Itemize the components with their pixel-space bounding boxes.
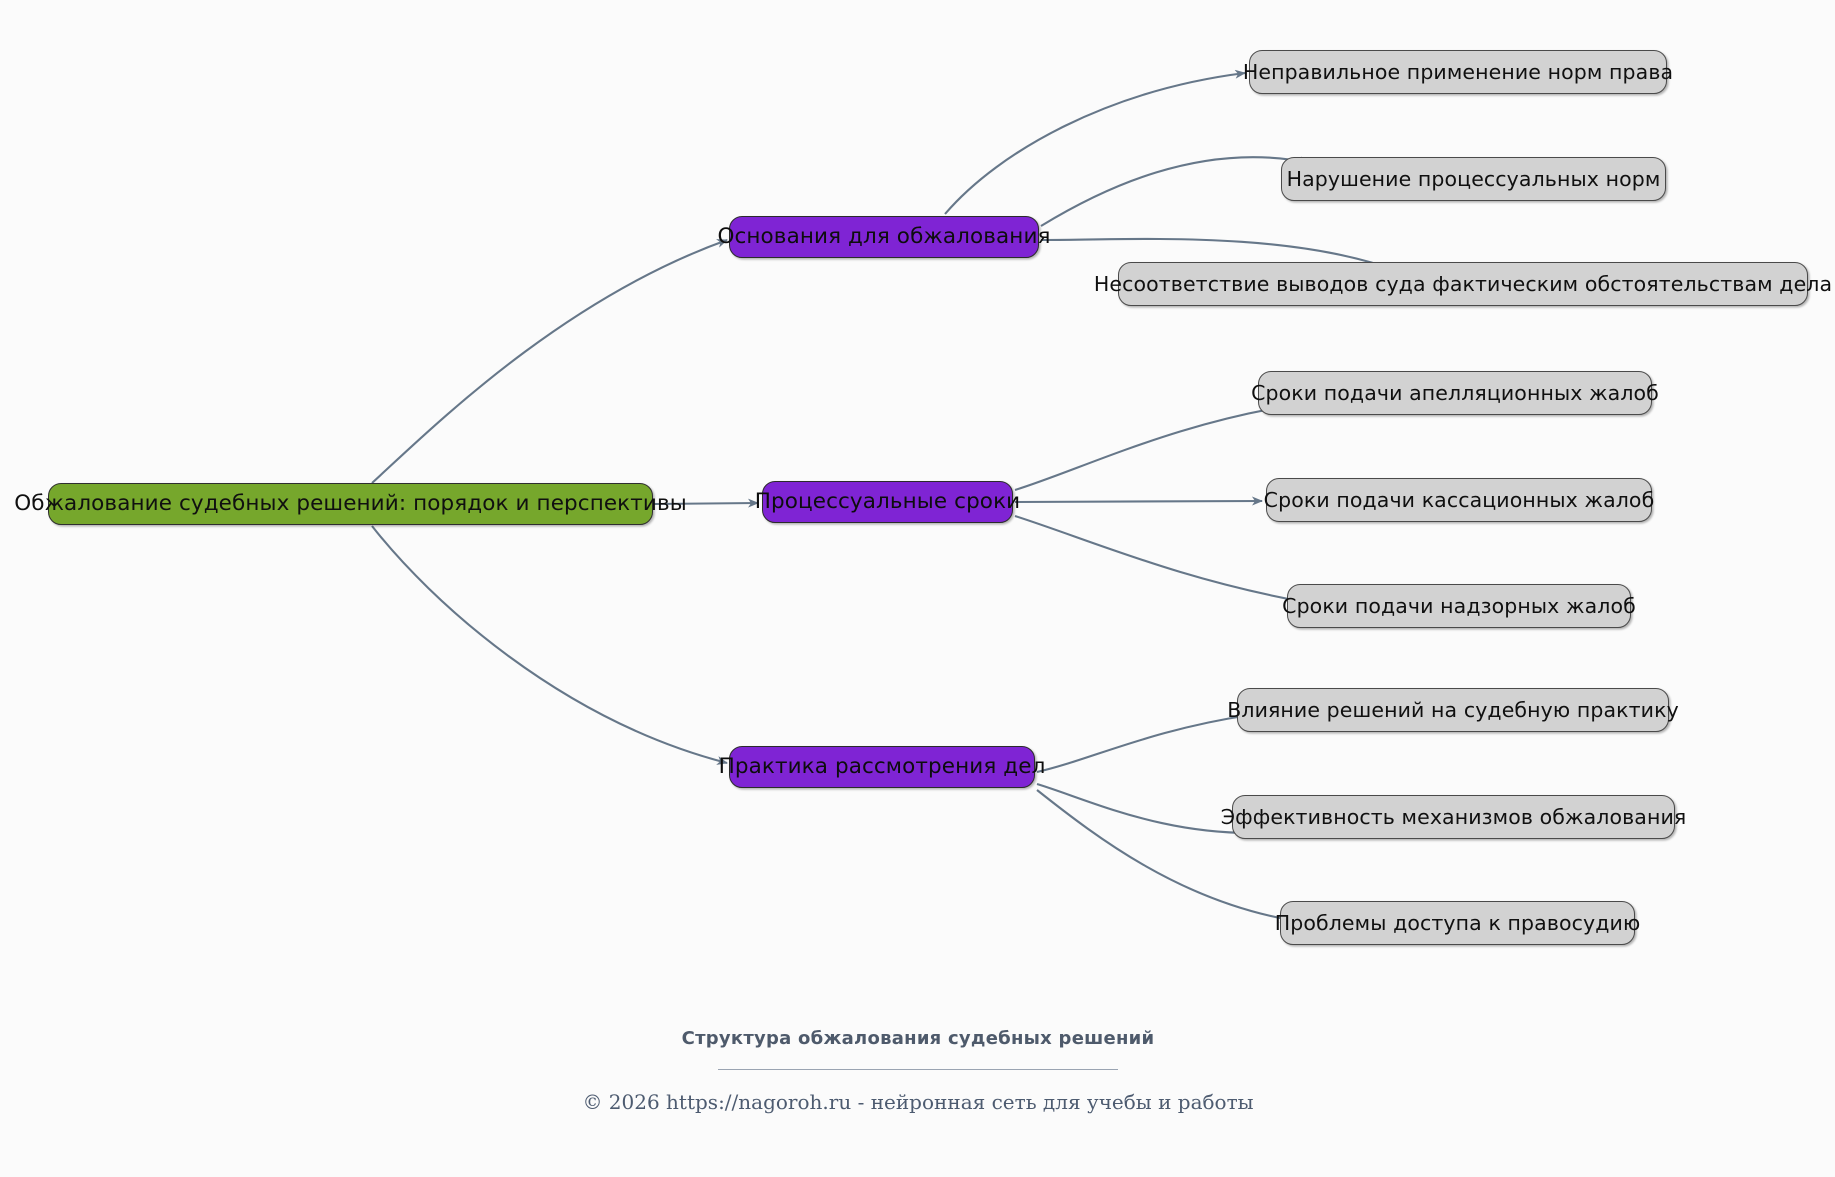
edge-branch-1-leaf-1-1 [944, 69, 1246, 215]
leaf-node-vliyanie-resheniy[interactable]: Влияние решений на судебную практику [1227, 688, 1679, 732]
leaf-node-nepravilnoe-primenenie[interactable]: Неправильное применение норм права [1243, 50, 1673, 94]
leaf-node-effektivnost-mehanizmov[interactable]: Эффективность механизмов обжалования [1221, 795, 1686, 839]
leaf-node-label: Сроки подачи надзорных жалоб [1282, 593, 1636, 618]
branch-node-processualnye-sroki[interactable]: Процессуальные сроки [755, 481, 1020, 523]
leaf-node-apellyacionnye-zhaloby[interactable]: Сроки подачи апелляционных жалоб [1251, 371, 1659, 415]
branch-node-label: Практика рассмотрения дел [718, 754, 1046, 780]
edge-branch-1-leaf-1-2 [1040, 156, 1311, 227]
leaf-node-label: Эффективность механизмов обжалования [1220, 804, 1687, 829]
edge-branch-2-leaf-2-2 [1014, 496, 1263, 506]
leaf-node-label: Сроки подачи апелляционных жалоб [1251, 380, 1659, 405]
edge-branch-3-leaf-3-1 [1036, 712, 1251, 774]
edge-branch-2-leaf-2-1 [1014, 399, 1309, 492]
leaf-node-label: Несоответствие выводов суда фактическим … [1093, 271, 1833, 296]
leaf-node-narushenie-norm[interactable]: Нарушение процессуальных норм [1281, 157, 1666, 201]
leaf-node-nadzornye-zhaloby[interactable]: Сроки подачи надзорных жалоб [1282, 584, 1636, 628]
leaf-node-nesootvetstvie-vyvodov[interactable]: Несоответствие выводов суда фактическим … [1094, 262, 1832, 306]
branch-node-praktika-rassmotreniya[interactable]: Практика рассмотрения дел [719, 746, 1045, 788]
leaf-node-label: Проблемы доступа к правосудию [1274, 910, 1641, 935]
branch-node-label: Основания для обжалования [717, 224, 1051, 250]
footer-copyright: © 2026 https://nagoroh.ru - нейронная се… [582, 1090, 1254, 1114]
leaf-node-label: Неправильное применение норм права [1242, 59, 1674, 84]
edge-root-branch-3 [371, 525, 728, 765]
caption-divider [718, 1069, 1118, 1070]
edge-branch-2-leaf-2-3 [1014, 514, 1311, 606]
leaf-node-kassacionnye-zhaloby[interactable]: Сроки подачи кассационных жалоб [1263, 478, 1655, 522]
diagram-caption: Структура обжалования судебных решений [681, 1028, 1155, 1049]
leaf-node-label: Нарушение процессуальных норм [1286, 166, 1661, 191]
leaf-node-problemy-dostupa[interactable]: Проблемы доступа к правосудию [1275, 901, 1640, 945]
root-node[interactable]: Обжалование судебных решений: порядок и … [14, 483, 687, 525]
root-node-label: Обжалование судебных решений: порядок и … [14, 491, 687, 517]
branch-node-osnovaniya[interactable]: Основания для обжалования [717, 216, 1050, 258]
leaf-node-label: Сроки подачи кассационных жалоб [1263, 487, 1655, 512]
leaf-node-label: Влияние решений на судебную практику [1227, 697, 1679, 722]
edge-root-branch-1 [371, 239, 728, 484]
branch-node-label: Процессуальные сроки [754, 489, 1021, 515]
